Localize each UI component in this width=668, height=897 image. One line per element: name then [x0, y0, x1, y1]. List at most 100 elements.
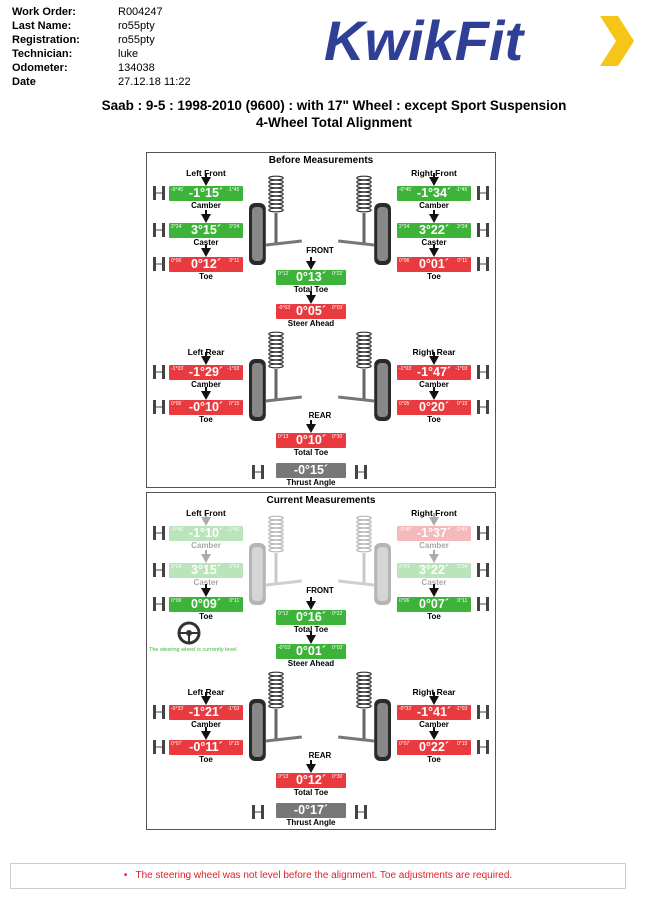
- gauge-bar: -1°47´-1°03´-1°03´: [397, 365, 471, 380]
- indicator-stem: [205, 244, 207, 249]
- gauge-label: Total Toe: [293, 788, 329, 797]
- gauge-bar: 0°12´0°06´0°11´: [169, 257, 243, 272]
- header-label: Work Order:: [12, 6, 76, 18]
- indicator-stem: [433, 692, 435, 697]
- panel-heading: Current Measurements: [266, 495, 376, 506]
- vehicle-title: Saab : 9-5 : 1998-2010 (9600) : with 17"…: [101, 98, 567, 113]
- logo-text: KwikFit: [324, 10, 525, 72]
- gauge-min: -1°03´: [399, 366, 413, 372]
- indicator-stem: [433, 387, 435, 392]
- gauge-value: 3°22´: [418, 563, 450, 577]
- gauge-max: 0°11´: [457, 258, 469, 264]
- gauge-max: -1°45´: [227, 527, 241, 533]
- measurement-gauge: 0°12´0°06´0°11´Toe: [169, 244, 243, 281]
- gauge-max: 0°15´: [456, 401, 469, 407]
- indicator-arrow-icon: [306, 764, 316, 773]
- header-label: Last Name:: [12, 20, 72, 32]
- gauge-min: 2°24´: [399, 564, 412, 570]
- gauge-bar: 0°01´0°06´0°11´: [397, 257, 471, 272]
- gauge-max: 3°24´: [228, 564, 241, 570]
- indicator-stem: [205, 550, 207, 555]
- indicator-arrow-icon: [306, 261, 316, 270]
- gauge-label: Thrust Angle: [286, 818, 336, 827]
- gauge-value: 0°05´: [295, 304, 327, 318]
- wheel-left-icon: [152, 363, 166, 386]
- header-row: Registration:ro55pty: [12, 34, 232, 48]
- indicator-stem: [310, 420, 312, 425]
- gauge-value: -1°21´: [188, 705, 224, 719]
- gauge-bar: 0°01´-0°03´0°03´: [276, 644, 346, 659]
- gauge-value: -0°10´: [188, 400, 224, 414]
- kwikfit-logo: KwikFit: [318, 9, 638, 72]
- gauge-min: 0°07´: [399, 741, 412, 747]
- gauge-value: -1°37´: [416, 526, 452, 540]
- wheel-left-icon: [152, 738, 166, 761]
- gauge-bar: -0°11´0°07´0°15´: [169, 740, 243, 755]
- gauge-value: -1°41´: [416, 705, 452, 719]
- measurement-gauge: -0°10´0°05´0°15´Toe: [169, 387, 243, 424]
- gauge-value: 0°22´: [418, 740, 450, 754]
- indicator-arrow-icon: [201, 731, 211, 740]
- gauge-min: 0°06´: [171, 598, 184, 604]
- gauge-value: 3°15´: [190, 563, 222, 577]
- gauge-value: 0°16´: [295, 610, 327, 624]
- gauge-max: 3°24´: [456, 224, 469, 230]
- indicator-arrow-icon: [201, 356, 211, 365]
- gauge-value: -0°11´: [189, 740, 223, 754]
- rear-center-label: REAR: [308, 751, 332, 760]
- gauge-bar: -1°15´-0°45´-1°45´: [169, 186, 243, 201]
- suspension-illustration: [337, 513, 397, 618]
- gauge-min: -0°45´: [399, 527, 413, 533]
- gauge-min: 0°05´: [399, 401, 412, 407]
- gauge-value: -0°17´: [293, 803, 329, 817]
- header-label: Technician:: [12, 48, 73, 60]
- gauge-min: 0°13´: [278, 434, 291, 440]
- gauge-label: Camber: [191, 720, 221, 729]
- gauge-value: 3°15´: [190, 223, 222, 237]
- measurement-gauge: 0°12´0°13´0°30´Total Toe: [276, 760, 346, 797]
- indicator-stem: [433, 352, 435, 357]
- indicator-arrow-icon: [429, 696, 439, 705]
- indicator-stem: [205, 173, 207, 178]
- gauge-value: -1°34´: [416, 186, 452, 200]
- gauge-value: 0°01´: [295, 644, 327, 658]
- measurement-gauge: 0°01´0°06´0°11´Toe: [397, 244, 471, 281]
- measurement-gauge: 0°07´0°06´0°11´Toe: [397, 584, 471, 621]
- gauge-max: 0°15´: [228, 741, 241, 747]
- measurement-gauge: 0°22´0°07´0°15´Toe: [397, 727, 471, 764]
- wheel-right-icon: [476, 703, 490, 726]
- wheel-right-icon: [476, 184, 490, 207]
- gauge-value: 0°20´: [418, 400, 450, 414]
- gauge-max: -1°45´: [455, 527, 469, 533]
- gauge-min: 0°12´: [278, 611, 291, 617]
- measurement-gauge: -1°10´-0°45´-1°45´Camber: [169, 513, 243, 550]
- measurement-gauge: 0°16´0°12´0°22´Total Toe: [276, 597, 346, 634]
- gauge-min: 0°06´: [399, 258, 412, 264]
- gauge-max: 0°11´: [229, 258, 241, 264]
- gauge-max: 0°15´: [228, 401, 241, 407]
- indicator-stem: [310, 291, 312, 296]
- gauge-label: Camber: [191, 380, 221, 389]
- gauge-bar: 0°10´0°13´0°30´: [276, 433, 346, 448]
- gauge-max: -1°03´: [455, 706, 469, 712]
- gauge-label: Camber: [419, 720, 449, 729]
- gauge-min: 0°05´: [171, 401, 184, 407]
- measurement-gauge: 0°09´0°06´0°11´Toe: [169, 584, 243, 621]
- indicator-stem: [433, 727, 435, 732]
- wheel-left-icon: [152, 561, 166, 584]
- kwikfit-logo-graphic: KwikFit: [324, 9, 634, 72]
- gauge-bar: -0°15´: [276, 463, 346, 478]
- indicator-arrow-icon: [201, 696, 211, 705]
- indicator-arrow-icon: [429, 356, 439, 365]
- gauge-value: -1°47´: [416, 365, 452, 379]
- indicator-stem: [205, 727, 207, 732]
- indicator-arrow-icon: [306, 601, 316, 610]
- gauge-bar: 3°15´2°24´3°24´: [169, 223, 243, 238]
- indicator-arrow-icon: [429, 214, 439, 223]
- gauge-value: 0°09´: [190, 597, 222, 611]
- gauge-label: Caster: [421, 238, 447, 247]
- gauge-min: -0°03´: [278, 305, 292, 311]
